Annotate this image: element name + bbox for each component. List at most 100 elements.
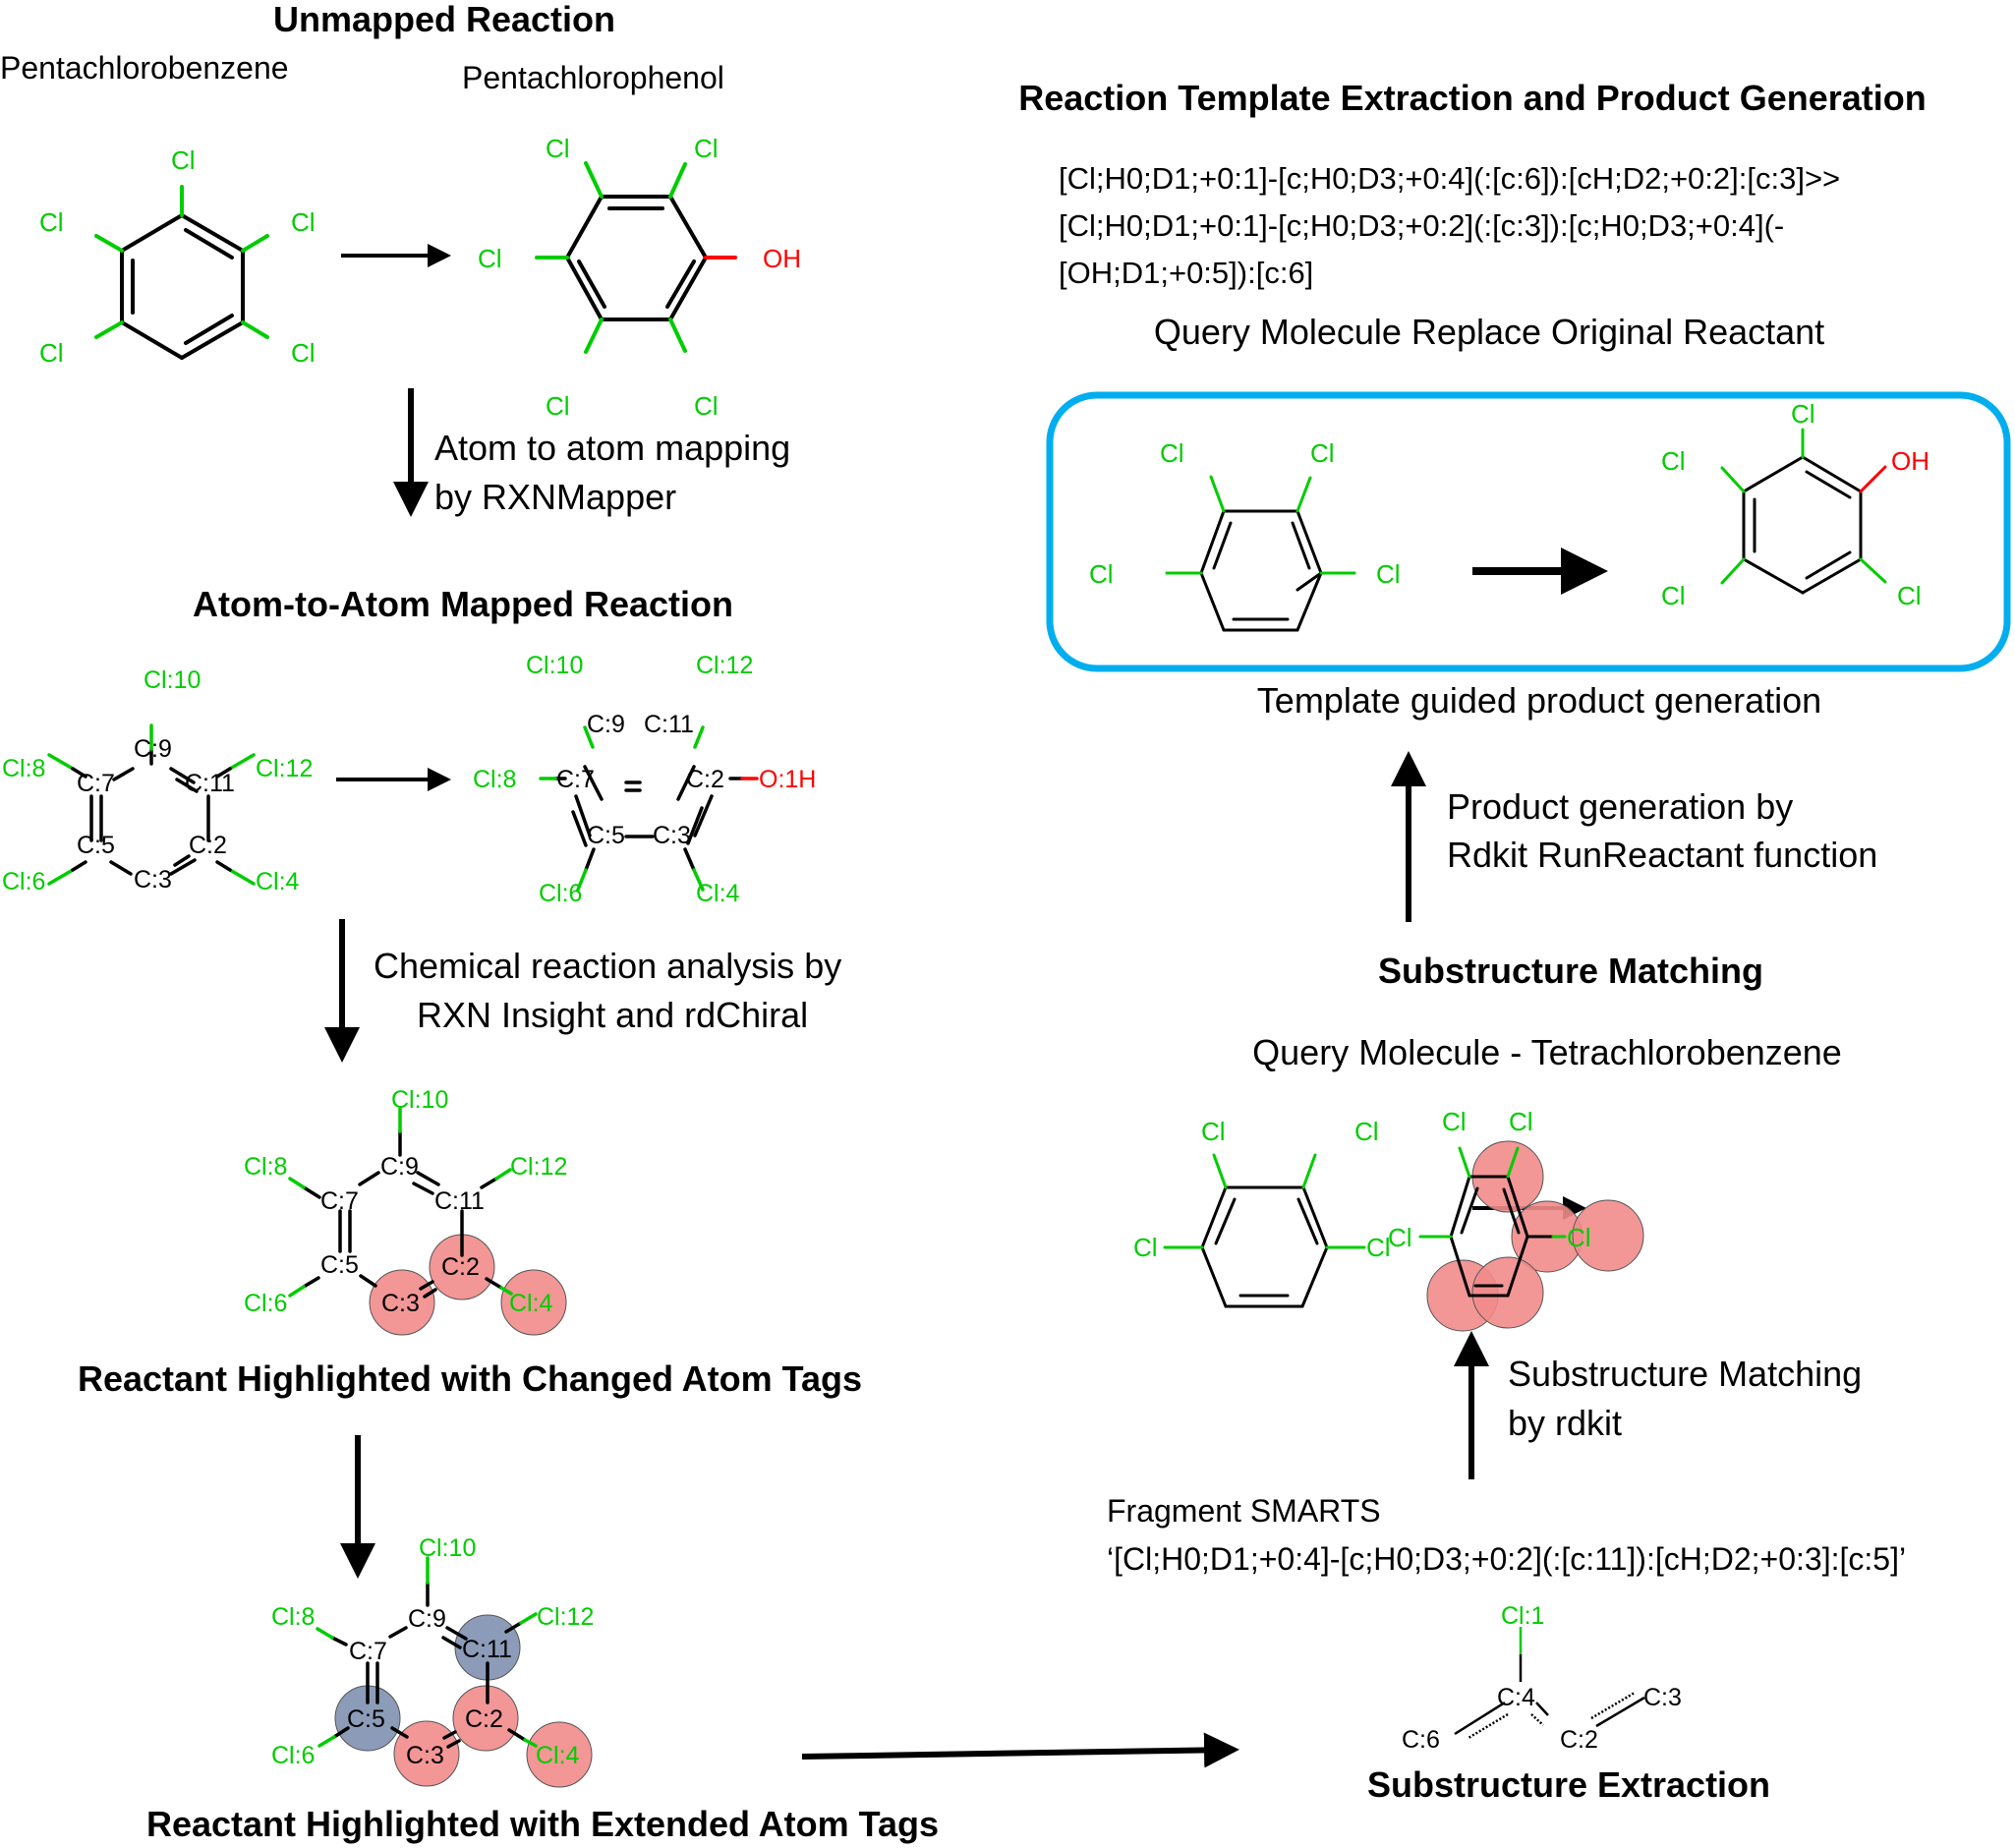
atom-label-cl: Cl [1509, 1107, 1533, 1136]
atom-label-c5: C:5 [77, 832, 115, 859]
atom-label-c2: C:2 [686, 766, 724, 793]
atom-label-cl: Cl [1310, 438, 1335, 468]
matched-structure: Cl Cl Cl Cl [1388, 1107, 1644, 1332]
atom-label-cl: Cl [546, 134, 570, 163]
step-matching-line1: Substructure Matching [1508, 1354, 1862, 1394]
template-smarts-line: [Cl;H0;D1;+0:1]-[c;H0;D3;+0:4](:[c:6]):[… [1059, 161, 1840, 196]
atom-label-oh: OH [1891, 446, 1929, 476]
fragment-smarts-string: ‘[Cl;H0;D1;+0:4]-[c;H0;D3;+0:2](:[c:11])… [1107, 1541, 1906, 1577]
atom-label-cl12: Cl:12 [537, 1603, 594, 1631]
mapped-reaction-title: Atom-to-Atom Mapped Reaction [193, 584, 733, 624]
atom-label-c9: C:9 [408, 1605, 446, 1633]
atom-label-c3: C:3 [406, 1742, 444, 1769]
atom-label-c7: C:7 [349, 1638, 387, 1665]
atom-label-cl: Cl [694, 391, 719, 421]
pentachlorophenol-structure: Cl Cl Cl Cl Cl OH [478, 134, 801, 421]
mapped-reactant-structure: Cl:10 Cl:8 Cl:12 Cl:6 Cl:4 C:9 C:7 C:11 … [2, 666, 313, 895]
atom-label-cl: Cl [1791, 399, 1815, 429]
right-arrow-extraction [801, 1732, 1239, 1768]
atom-label-cl: Cl [291, 338, 316, 368]
atom-label-c9: C:9 [380, 1153, 419, 1181]
atom-label-c7: C:7 [556, 766, 595, 793]
atom-label-cl: Cl [1376, 559, 1401, 589]
pentachlorobenzene-structure: Cl Cl Cl Cl Cl [39, 145, 316, 368]
atom-label-c3: C:3 [653, 822, 691, 849]
unmapped-reaction-title: Unmapped Reaction [273, 0, 615, 39]
extended-tags-title: Reactant Highlighted with Extended Atom … [146, 1804, 939, 1844]
atom-label-cl: Cl [1442, 1107, 1467, 1136]
atom-label-cl4: Cl:4 [536, 1742, 580, 1769]
atom-label-cl1: Cl:1 [1501, 1602, 1544, 1630]
step-analysis-line1: Chemical reaction analysis by [374, 946, 841, 986]
atom-label-cl: Cl [1133, 1233, 1158, 1262]
template-smarts-line: [Cl;H0;D1;+0:1]-[c;H0;D3;+0:2](:[c:3]):[… [1059, 208, 1784, 243]
template-section-title: Reaction Template Extraction and Product… [1018, 78, 1927, 118]
atom-label-cl6: Cl:6 [244, 1290, 287, 1317]
atom-label-cl12: Cl:12 [256, 755, 313, 782]
atom-label-cl: Cl [1661, 581, 1686, 610]
atom-label-cl: Cl [478, 244, 502, 273]
atom-label-c11: C:11 [185, 770, 235, 797]
atom-label-c7: C:7 [77, 770, 115, 797]
atom-label-cl4: Cl:4 [256, 868, 300, 895]
step-mapping-line1: Atom to atom mapping [434, 428, 790, 468]
query-reactant-structure: Cl Cl Cl Cl [1089, 438, 1401, 632]
atom-label-cl10: Cl:10 [391, 1086, 448, 1114]
step-generation-line2: Rdkit RunReactant function [1447, 835, 1877, 875]
atom-label-c4: C:4 [1497, 1684, 1535, 1711]
tetrachlorobenzene-query-structure: Cl Cl Cl Cl [1133, 1117, 1391, 1308]
atom-label-cl4: Cl:4 [509, 1290, 553, 1317]
atom-label-cl: Cl [546, 391, 570, 421]
atom-label-cl12: Cl:12 [696, 652, 753, 679]
atom-label-cl10: Cl:10 [144, 666, 201, 694]
atom-label-c11: C:11 [462, 1636, 512, 1663]
atom-label-cl8: Cl:8 [271, 1603, 315, 1631]
atom-label-c7: C:7 [320, 1187, 359, 1215]
atom-label-c2: C:2 [1560, 1726, 1598, 1754]
atom-label-cl: Cl [694, 134, 719, 163]
atom-label-cl: Cl [1354, 1117, 1379, 1146]
atom-label-cl: Cl [1201, 1117, 1226, 1146]
highlight-c3 [369, 1269, 435, 1336]
atom-label-cl8: Cl:8 [473, 766, 516, 793]
mapped-product-structure: Cl:10 Cl:12 C:9 C:11 Cl:8 C:7 C:2 O:1H C… [473, 652, 816, 907]
fragment-smarts-label: Fragment SMARTS [1107, 1493, 1381, 1529]
atom-label-c11: C:11 [644, 711, 694, 738]
atom-label-cl: Cl [39, 207, 64, 237]
atom-label-c9: C:9 [587, 711, 625, 738]
atom-label-cl: Cl [1160, 438, 1184, 468]
atom-label-cl: Cl [1089, 559, 1114, 589]
step-mapping-line2: by RXNMapper [434, 477, 676, 517]
highlight-atom [1572, 1199, 1644, 1272]
template-smarts-line: [OH;D1;+0:5]):[c:6] [1059, 256, 1313, 290]
atom-label-c2: C:2 [441, 1253, 480, 1281]
step-matching-line2: by rdkit [1508, 1403, 1622, 1443]
template-generation-label: Template guided product generation [1257, 680, 1821, 721]
atom-label-c3: C:3 [1643, 1684, 1682, 1711]
fragment-structure: Cl:1 C:4 C:3 C:6 C:2 [1402, 1602, 1682, 1754]
atom-label-o1: O:1H [759, 766, 816, 793]
highlight-c2 [452, 1685, 519, 1752]
atom-label-cl4: Cl:4 [696, 880, 740, 907]
highlight-cl4 [500, 1269, 567, 1336]
atom-label-cl: Cl [1567, 1223, 1591, 1252]
atom-label-cl10: Cl:10 [419, 1534, 476, 1562]
product-name-label: Pentachlorophenol [462, 60, 724, 95]
step-analysis-line2: RXN Insight and rdChiral [417, 995, 808, 1035]
atom-label-c3: C:3 [134, 866, 172, 894]
query-molecule-label: Query Molecule - Tetrachlorobenzene [1252, 1032, 1842, 1072]
substructure-matching-title: Substructure Matching [1378, 951, 1763, 991]
atom-label-cl6: Cl:6 [2, 868, 45, 895]
query-replacement-box [1046, 391, 2011, 672]
generated-product-structure: Cl Cl OH Cl Cl [1661, 399, 1929, 610]
atom-label-cl8: Cl:8 [2, 755, 45, 782]
changed-tags-title: Reactant Highlighted with Changed Atom T… [78, 1358, 862, 1399]
atom-label-cl6: Cl:6 [539, 880, 582, 907]
atom-label-cl10: Cl:10 [526, 652, 583, 679]
atom-label-cl6: Cl:6 [271, 1742, 315, 1769]
atom-label-c3: C:3 [381, 1290, 420, 1317]
changed-tags-structure: Cl:10 Cl:8 C:9 Cl:12 C:7 C:11 C:5 C:2 Cl… [244, 1086, 567, 1336]
atom-label-c2: C:2 [465, 1705, 503, 1733]
